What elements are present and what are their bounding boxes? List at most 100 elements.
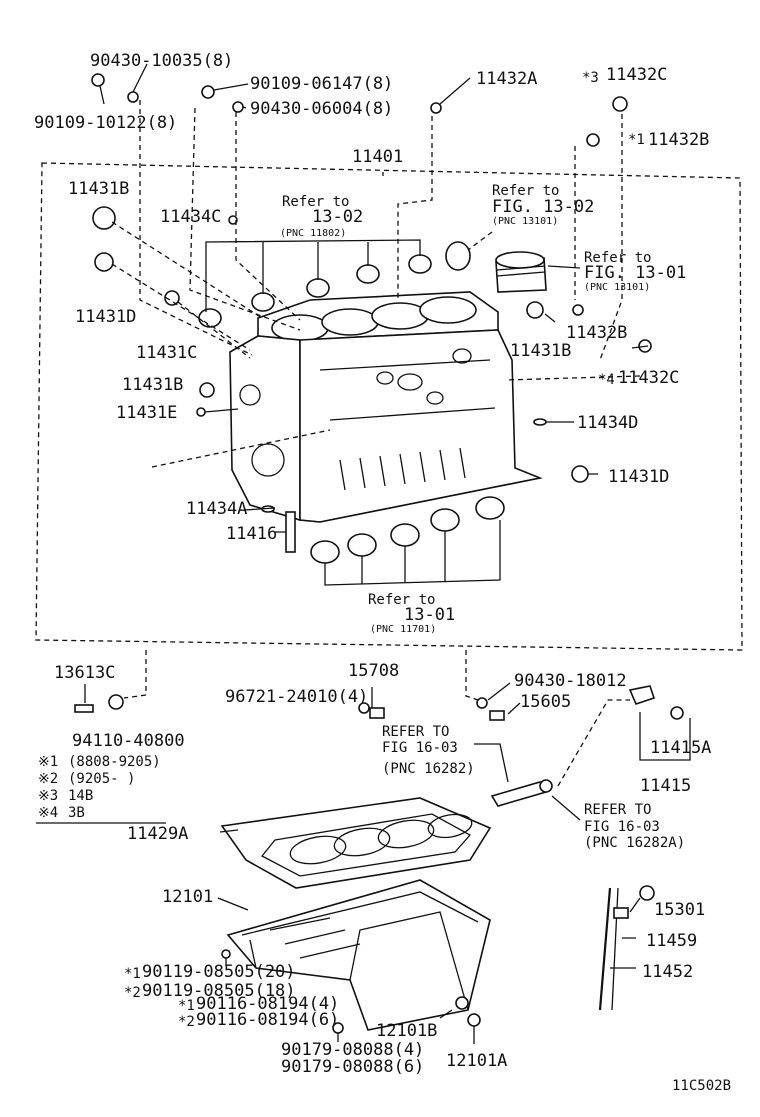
dipstick-handle-15301	[639, 885, 655, 901]
plug-11432A	[430, 102, 442, 114]
side-port-4	[452, 348, 472, 364]
label-90430-18012: 90430-18012	[514, 671, 627, 691]
label-90179-1: 90179-08088(4)	[281, 1040, 424, 1060]
plug-11431E	[196, 407, 206, 417]
pan-walls	[249, 911, 469, 1011]
bolt-90109-10122	[91, 73, 105, 87]
label-11431D-a: 11431D	[75, 307, 136, 327]
drain-plug-12101B	[455, 996, 469, 1010]
ref2-line2: FIG. 13-02	[492, 197, 594, 217]
main-bearing-2	[347, 533, 377, 557]
main-bearing-3	[390, 523, 420, 547]
block-front-face	[229, 335, 301, 522]
leader-lines-upper	[99, 63, 649, 533]
gasket-inner	[260, 813, 472, 877]
ref5-line3: (PNC 16282)	[382, 761, 475, 777]
leader-ref-16282A	[551, 795, 581, 821]
label-11431E: 11431E	[116, 403, 177, 423]
washer-90430-06004	[232, 101, 244, 113]
plug-11431B-c	[526, 301, 544, 319]
ref5-line1: REFER TO	[382, 724, 449, 740]
piston-rings	[496, 265, 546, 277]
cylinder-bore-4	[419, 296, 477, 324]
label-11459: 11459	[646, 931, 697, 951]
note-4-mark: ※4	[38, 805, 58, 821]
main-bearing-leaders	[324, 520, 501, 586]
gasket-hole-1	[289, 835, 347, 865]
washer-90430-18012	[476, 697, 488, 709]
leader-piston	[547, 265, 581, 269]
note-2-text: (9205- )	[68, 771, 135, 787]
bolt-90119	[221, 949, 231, 959]
plug-11432B-mid	[572, 304, 584, 316]
plug-11431B-b	[199, 382, 215, 398]
leaders-a	[99, 63, 471, 176]
skirt-ribs	[339, 447, 466, 491]
note-3-text: 14B	[68, 788, 93, 804]
bolt-96721-b	[369, 707, 385, 719]
figure-code: 11C502B	[672, 1078, 731, 1094]
cam-bore-front	[239, 384, 261, 406]
label-11432B-top: 11432B	[648, 130, 709, 150]
piston-ring-gasket	[445, 241, 471, 271]
marker-m1-top: *1	[628, 132, 645, 148]
bolt-15605	[489, 710, 505, 721]
ref4-line2: 13-01	[404, 605, 455, 625]
leaders-pan	[225, 958, 475, 1044]
gasket-hole-4	[427, 813, 473, 839]
label-11416: 11416	[226, 524, 277, 544]
oil-pan-gasket	[219, 797, 492, 889]
cam-bearing-4	[356, 264, 380, 284]
dashed-leader-11432C	[574, 114, 623, 361]
dipstick-guide	[598, 887, 612, 1011]
label-11431C: 11431C	[136, 343, 197, 363]
dashed-pipe-link	[557, 699, 630, 787]
note-3-mark: ※3	[38, 788, 58, 804]
bolt-90109-06147	[201, 85, 215, 99]
lower-left-parts	[74, 650, 147, 713]
ref6-line1: REFER TO	[584, 802, 651, 818]
cylinder-block	[229, 291, 543, 523]
ref6-line3: (PNC 16282A)	[584, 835, 685, 851]
leaders-dipstick	[610, 897, 641, 969]
ref1-line1: Refer to	[282, 194, 349, 210]
block-side-rib	[319, 359, 491, 371]
reference-notes: Refer to 13-02 (PNC 11802) Refer to FIG.…	[280, 183, 686, 851]
dashed-leaders-c	[151, 231, 641, 468]
side-port-1	[376, 371, 394, 385]
dashed-leaders-plugs	[111, 221, 263, 359]
label-11401: 11401	[352, 147, 403, 167]
note-1-text: (8808-9205)	[68, 754, 161, 770]
label-90109-06147: 90109-06147(8)	[250, 74, 393, 94]
plug-11432C-top	[612, 96, 628, 112]
gasket-hole-2	[333, 827, 391, 857]
cam-bearings	[198, 239, 432, 328]
pan-flange	[241, 891, 479, 936]
plug-11431D-a	[94, 252, 114, 272]
assembly-dashed-frame	[35, 162, 743, 651]
label-12101: 12101	[162, 887, 213, 907]
label-11432B-mid: 11432B	[566, 323, 627, 343]
ref1-line2: 13-02	[312, 207, 363, 227]
label-11434A: 11434A	[186, 499, 247, 519]
marker-m2-pan: *2	[124, 985, 141, 1001]
label-90116-1: 90116-08194(4)	[196, 994, 339, 1014]
label-11415: 11415	[640, 776, 691, 796]
dipstick-seal-11459	[613, 907, 629, 919]
main-bearing-5	[475, 496, 505, 520]
label-11432C-top: 11432C	[606, 65, 667, 85]
label-11432A: 11432A	[476, 69, 537, 89]
leader-12101	[217, 897, 249, 911]
piston-crown	[495, 251, 545, 269]
label-15301: 15301	[654, 900, 705, 920]
label-15605: 15605	[520, 692, 571, 712]
cam-bearing-leaders	[205, 239, 421, 312]
leader-11429A	[219, 829, 239, 833]
middle-lower-bolts	[358, 650, 521, 721]
label-11415A: 11415A	[650, 738, 711, 758]
label-13613C: 13613C	[54, 663, 115, 683]
part-labels: 90430-10035(8) 90109-10122(8) 90109-0614…	[34, 51, 731, 1094]
label-11431B-b: 11431B	[122, 375, 183, 395]
washer-90430-10035	[127, 91, 139, 103]
